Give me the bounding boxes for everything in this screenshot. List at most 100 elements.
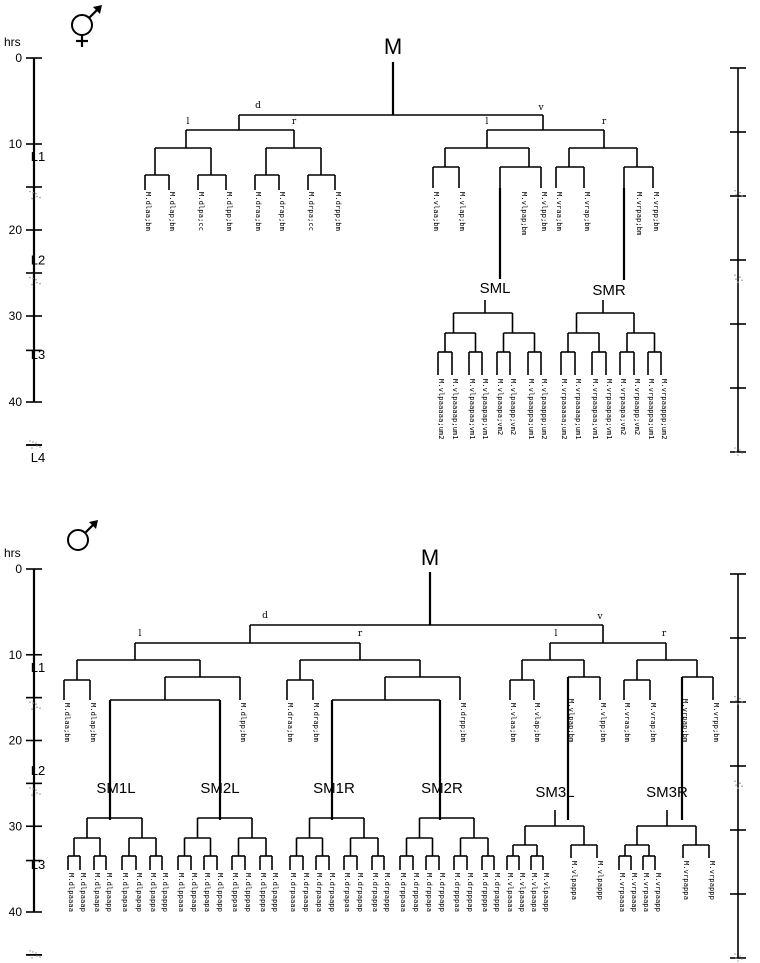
leaf-cell-label: M.drppppa: [481, 873, 490, 912]
molt-speckle: [734, 953, 736, 955]
molt-speckle: [741, 452, 743, 454]
leaf-cell-label: M.vlpaappp;um2: [540, 379, 549, 440]
leaf-cell-label: M.dlpappp: [161, 873, 170, 912]
molt-speckle: [739, 697, 741, 700]
leaf-cell-label: M.dlap;bm: [168, 192, 177, 231]
leaf-cell-label: M.dlpp;bm: [239, 703, 248, 742]
leaf-cell-label: M.drpppap: [466, 873, 475, 912]
left-label: l: [187, 117, 190, 127]
leaf-cell-label: M.vlpappp: [596, 861, 605, 900]
axis-unit-label: hrs: [4, 546, 21, 560]
leaf-cell-label: M.drpaapp: [328, 873, 337, 912]
leaf-cell-label: M.vrpaappp;um2: [660, 379, 669, 440]
leaf-cell-label: M.dlaa;bm: [63, 703, 72, 742]
leaf-cell-label: M.dlaa;bm: [144, 192, 153, 231]
leaf-cell-label: M.vrpaaap: [630, 873, 639, 912]
leaf-cell-label: M.vrpap;bm: [681, 699, 690, 742]
leaf-cell-label: M.drppaap: [412, 873, 421, 912]
right-label: r: [662, 629, 667, 639]
molt-speckle: [36, 281, 38, 284]
larval-stage-label: L1: [31, 149, 45, 164]
leaf-cell-label: M.vlpaapp;vm2: [509, 379, 518, 435]
leaf-cell-label: M.dlpapaa: [121, 873, 130, 912]
leaf-cell-label: M.vrpp;bm: [652, 192, 661, 231]
molt-speckle: [35, 192, 37, 195]
molt-speckle: [737, 281, 739, 284]
molt-speckle: [741, 279, 743, 282]
molt-speckle: [739, 276, 741, 279]
larval-stage-label: L2: [31, 252, 45, 267]
leaf-cell-label: M.dlpappp: [271, 873, 280, 912]
molt-speckle: [35, 789, 37, 791]
axis-tick-label: 30: [9, 819, 23, 833]
molt-speckle: [39, 707, 41, 709]
larval-stage-label: L4: [31, 960, 45, 963]
leaf-cell-label: M.drpaapa: [315, 873, 324, 912]
leaf-cell-label: M.drppapa: [425, 873, 434, 912]
right-label: r: [602, 117, 607, 127]
leaf-cell-label: M.vlpaaaap;um1: [451, 379, 460, 440]
leaf-cell-label: M.drpappp: [493, 873, 502, 912]
molt-speckle: [36, 445, 38, 447]
leaf-cell-label: M.dlppapa: [203, 873, 212, 912]
molt-speckle: [735, 451, 737, 453]
molt-speckle: [737, 787, 739, 789]
leaf-cell-label: M.drpaaap: [302, 873, 311, 912]
molt-speckle: [739, 449, 741, 451]
leaf-cell-label: M.vlpaaap: [518, 873, 527, 912]
leaf-cell-label: M.vlaa;bm: [432, 192, 441, 231]
leaf-cell-label: M.dlpaapa: [93, 873, 102, 912]
leaf-cell-label: M.dlpappa: [149, 873, 158, 912]
leaf-cell-label: M.vlpaapp: [542, 873, 551, 912]
leaf-cell-label: M.vlap;bm: [533, 703, 542, 742]
leaf-cell-label: M.drpappa: [371, 873, 380, 912]
molt-speckle: [32, 277, 34, 280]
leaf-cell-label: M.vraa;bm: [555, 192, 564, 231]
leaf-cell-label: M.vrpap;bm: [635, 192, 644, 235]
molt-speckle: [32, 441, 34, 443]
leaf-cell-label: M.vlpap;bm: [520, 192, 529, 235]
ventral-label: v: [596, 612, 603, 622]
right-label: r: [292, 117, 297, 127]
leaf-cell-label: M.vrpaapp;vm2: [633, 379, 642, 435]
leaf-cell-label: M.dlpp;bm: [225, 192, 234, 231]
molt-speckle: [32, 702, 34, 704]
leaf-cell-label: M.vrpaaaap;um1: [574, 379, 583, 440]
leaf-cell-label: M.dlppaaa: [177, 873, 186, 912]
molt-speckle: [739, 955, 741, 957]
axis-tick-label: 0: [15, 562, 22, 576]
blast-cell-label-sml: SML: [480, 280, 511, 297]
molt-speckle: [735, 193, 737, 196]
dorsal-label: d: [255, 101, 261, 111]
molt-speckle: [36, 706, 38, 708]
molt-speckle: [35, 952, 37, 954]
leaf-cell-label: M.drpapaa: [343, 873, 352, 912]
leaf-cell-label: M.vlpaapap;vm1: [481, 379, 490, 440]
leaf-cell-label: M.vlpap;bm: [567, 699, 576, 742]
leaf-cell-label: M.vrap;bm: [583, 192, 592, 231]
molt-speckle: [39, 793, 41, 795]
molt-speckle: [29, 701, 31, 703]
left-label: l: [486, 117, 489, 127]
molt-speckle: [35, 278, 37, 281]
leaf-cell-label: M.vrpaapaa;vm1: [591, 379, 600, 440]
molt-speckle: [734, 447, 736, 449]
blast-cell-label: SM3L: [535, 784, 574, 801]
molt-speckle: [29, 276, 31, 279]
leaf-cell-label: M.vrpp;bm: [712, 703, 721, 742]
molt-speckle: [741, 700, 743, 703]
leaf-cell-label: M.dlppaap: [190, 873, 199, 912]
leaf-cell-label: M.vrpaapa;vm2: [619, 379, 628, 435]
molt-speckle: [734, 189, 736, 192]
molt-speckle: [39, 446, 41, 448]
symbol-arrow: [89, 520, 98, 529]
leaf-cell-label: M.vlpaaaaa;um2: [437, 379, 446, 440]
molt-speckle: [39, 956, 41, 958]
leaf-cell-label: M.dlpaaap: [79, 873, 88, 912]
leaf-cell-label: M.drpa;cc: [307, 192, 316, 231]
molt-speckle: [36, 792, 38, 794]
molt-speckle: [29, 787, 31, 789]
leaf-cell-label: M.drpppaa: [453, 873, 462, 912]
axis-tick-label: 10: [9, 137, 23, 151]
molt-speckle: [739, 782, 741, 784]
